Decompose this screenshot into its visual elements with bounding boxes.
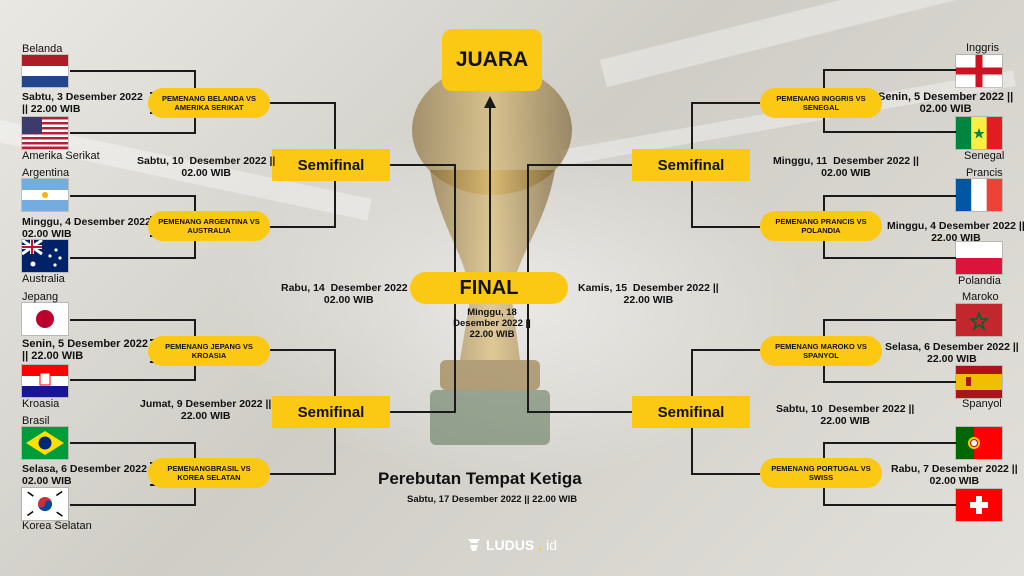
team-name-belanda: Belanda — [22, 43, 63, 55]
winner-pill: PEMENANG MAROKO VS SPANYOL — [760, 336, 882, 366]
winner-pill: PEMENANG INGGRIS VS SENEGAL — [760, 88, 882, 118]
juara-box: JUARA — [442, 29, 542, 91]
usa-flag-icon — [22, 117, 68, 149]
semifinal-box-right-bottom: Semifinal — [632, 396, 750, 428]
final-semi-date-left: Rabu, 14 Desember 2022 || 02.00 WIB — [281, 282, 416, 306]
senegal-flag-icon — [956, 117, 1002, 149]
team-name-argentina: Argentina — [22, 167, 70, 179]
france-flag-icon — [956, 179, 1002, 211]
team-name-amerika-serikat: Amerika Serikat — [22, 150, 100, 162]
semifinal-box-right-top: Semifinal — [632, 149, 750, 181]
match-date: Minggu, 4 Desember 2022 || 02.00 WIB — [22, 216, 160, 240]
australia-flag-icon — [22, 240, 68, 272]
logo-suffix: id — [546, 537, 558, 553]
brazil-flag-icon — [22, 427, 68, 459]
final-box: FINAL — [410, 272, 568, 304]
poland-flag-icon — [956, 242, 1002, 274]
argentina-flag-icon — [22, 179, 68, 211]
team-name-australia: Australia — [22, 273, 65, 285]
team-name-maroko: Maroko — [962, 291, 999, 303]
logo-separator: . — [538, 537, 543, 553]
team-name-polandia: Polandia — [958, 275, 1001, 287]
team-name-kroasia: Kroasia — [22, 398, 60, 410]
spain-flag-icon — [956, 366, 1002, 398]
match-date: Rabu, 7 Desember 2022 || 02.00 WIB — [891, 463, 1018, 487]
team-name-inggris: Inggris — [966, 42, 1000, 54]
logo-text: LUDUS — [486, 537, 535, 553]
switzerland-flag-icon — [956, 489, 1002, 521]
ludus-logo: LUDUS.id — [466, 537, 557, 553]
third-place-title: Perebutan Tempat Ketiga — [378, 469, 582, 488]
match-date: Minggu, 4 Desember 2022 || 22.00 WIB — [887, 220, 1024, 244]
team-name-jepang: Jepang — [22, 291, 59, 303]
final-semi-date-right: Kamis, 15 Desember 2022 || 22.00 WIB — [578, 282, 719, 306]
england-flag-icon — [956, 55, 1002, 87]
portugal-flag-icon — [956, 427, 1002, 459]
south-korea-flag-icon — [22, 488, 68, 520]
final-date: Minggu, 18 Desember 2022 || 22.00 WIB — [453, 307, 531, 340]
team-name-brasil: Brasil — [22, 415, 50, 427]
netherlands-flag-icon — [22, 55, 68, 87]
semifinal-box-left-top: Semifinal — [272, 149, 390, 181]
match-date: Selasa, 6 Desember 2022 || 22.00 WIB — [885, 341, 1019, 365]
winner-pill: PEMENANG BELANDA VS AMERIKA SERIKAT — [148, 88, 270, 118]
semifinal-box-left-bottom: Semifinal — [272, 396, 390, 428]
match-date: Selasa, 6 Desember 2022 || 02.00 WIB — [22, 463, 156, 487]
japan-flag-icon — [22, 303, 68, 335]
team-name-prancis: Prancis — [966, 167, 1003, 179]
winner-pill: PEMENANG PRANCIS VS POLANDIA — [760, 211, 882, 241]
ludus-logo-icon — [468, 539, 480, 551]
winner-pill: PEMENANG PORTUGAL VS SWISS — [760, 458, 882, 488]
third-place-date: Sabtu, 17 Desember 2022 || 22.00 WIB — [407, 494, 578, 505]
match-date: Senin, 5 Desember 2022 || 22.00 WIB — [22, 338, 148, 362]
team-name-senegal: Senegal — [964, 150, 1005, 162]
winner-pill: PEMENANG ARGENTINA VS AUSTRALIA — [148, 211, 270, 241]
match-date: Sabtu, 3 Desember 2022 || 22.00 WIB — [22, 91, 143, 115]
semifinal-date: Jumat, 9 Desember 2022 || 22.00 WIB — [140, 398, 272, 422]
croatia-flag-icon — [22, 365, 68, 397]
morocco-flag-icon — [956, 304, 1002, 336]
winner-pill: PEMENANGBRASIL VS KOREA SELATAN — [148, 458, 270, 488]
winner-pill: PEMENANG JEPANG VS KROASIA — [148, 336, 270, 366]
world-cup-trophy-image — [412, 65, 572, 445]
team-name-korea-selatan: Korea Selatan — [22, 520, 92, 532]
match-date: Senin, 5 Desember 2022 || 02.00 WIB — [878, 91, 1014, 115]
team-name-spanyol: Spanyol — [962, 398, 1002, 410]
semifinal-date: Minggu, 11 Desember 2022 || 02.00 WIB — [773, 155, 919, 179]
semifinal-date: Sabtu, 10 Desember 2022 || 02.00 WIB — [137, 155, 276, 179]
semifinal-date: Sabtu, 10 Desember 2022 || 22.00 WIB — [776, 403, 915, 427]
